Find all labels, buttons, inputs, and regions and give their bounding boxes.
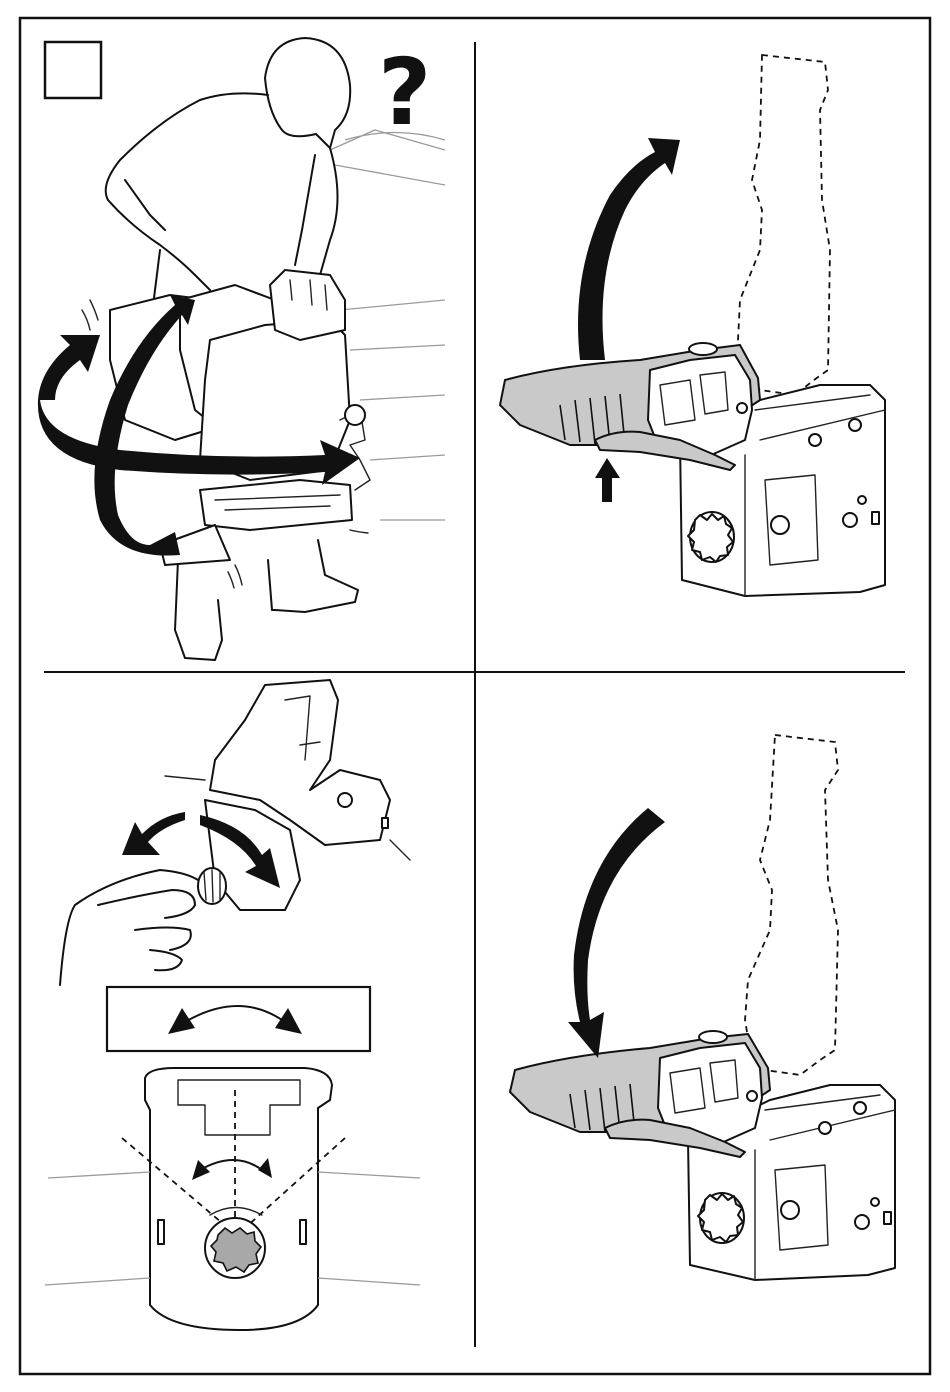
panel-top-left: ? bbox=[38, 38, 445, 660]
hand-turning-knob bbox=[60, 868, 226, 985]
step-number-box bbox=[45, 42, 101, 98]
grip-handle-lowered bbox=[510, 1031, 770, 1157]
raise-handle-arrow bbox=[578, 138, 680, 360]
grip-handle bbox=[500, 343, 760, 470]
knob-top-view bbox=[45, 1068, 420, 1330]
panel-top-right bbox=[500, 55, 885, 596]
push-lever-arrow bbox=[595, 458, 620, 502]
lower-handle-arrow bbox=[568, 808, 665, 1058]
double-arrow-icon bbox=[168, 1006, 302, 1034]
turn-left-arrow bbox=[122, 812, 185, 855]
handle-upright-outline bbox=[738, 55, 830, 395]
panel-bottom-left bbox=[45, 680, 420, 1330]
handle-upright-outline-2 bbox=[745, 735, 838, 1075]
direction-indicator-box bbox=[107, 987, 370, 1051]
question-mark-icon: ? bbox=[378, 39, 431, 146]
panel-bottom-right bbox=[510, 735, 895, 1280]
